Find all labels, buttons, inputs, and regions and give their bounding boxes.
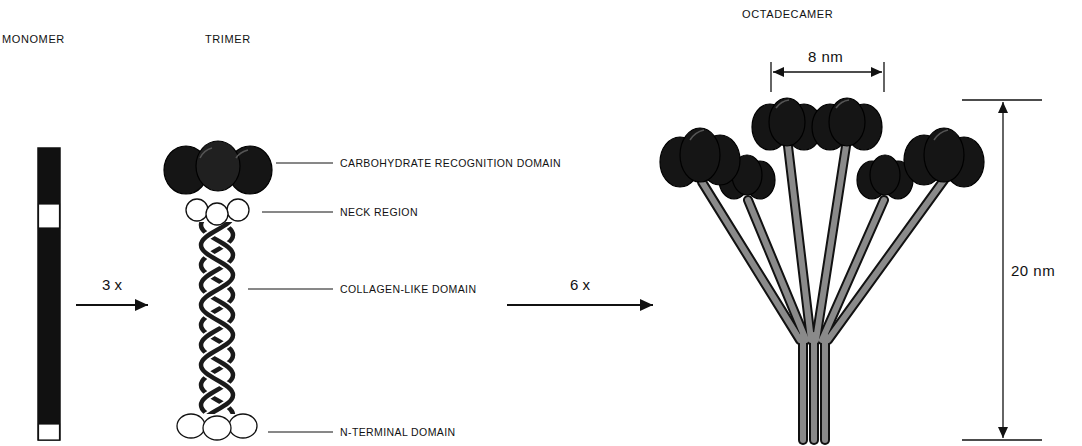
dimension-label: 20 nm <box>1011 262 1055 279</box>
arrow-connector <box>507 304 653 306</box>
figure-heading: OCTADECAMER <box>742 8 833 20</box>
domain-label: COLLAGEN-LIKE DOMAIN <box>340 283 476 295</box>
monomer-bar <box>38 148 60 440</box>
arrow-connector <box>76 304 148 306</box>
multiplier-label: 3 x <box>102 276 122 293</box>
dimension-label: 8 nm <box>808 48 843 65</box>
figure-heading: MONOMER <box>2 33 65 45</box>
leader-lines <box>248 163 333 432</box>
octadecamer-figure: OCTADECAMER <box>655 4 990 444</box>
figure-heading: TRIMER <box>205 33 251 45</box>
trimer-figure: TRIMER <box>150 25 505 445</box>
multiplier-label: 6 x <box>570 276 590 293</box>
trimer-figure <box>164 141 272 440</box>
domain-label: CARBOHYDRATE RECOGNITION DOMAIN <box>340 157 561 169</box>
domain-label: N-TERMINAL DOMAIN <box>340 426 456 438</box>
domain-label: NECK REGION <box>340 206 418 218</box>
monomer-figure: MONOMER <box>0 25 74 445</box>
dimension-lines <box>771 62 1042 440</box>
octadecamer-figure <box>660 98 984 440</box>
